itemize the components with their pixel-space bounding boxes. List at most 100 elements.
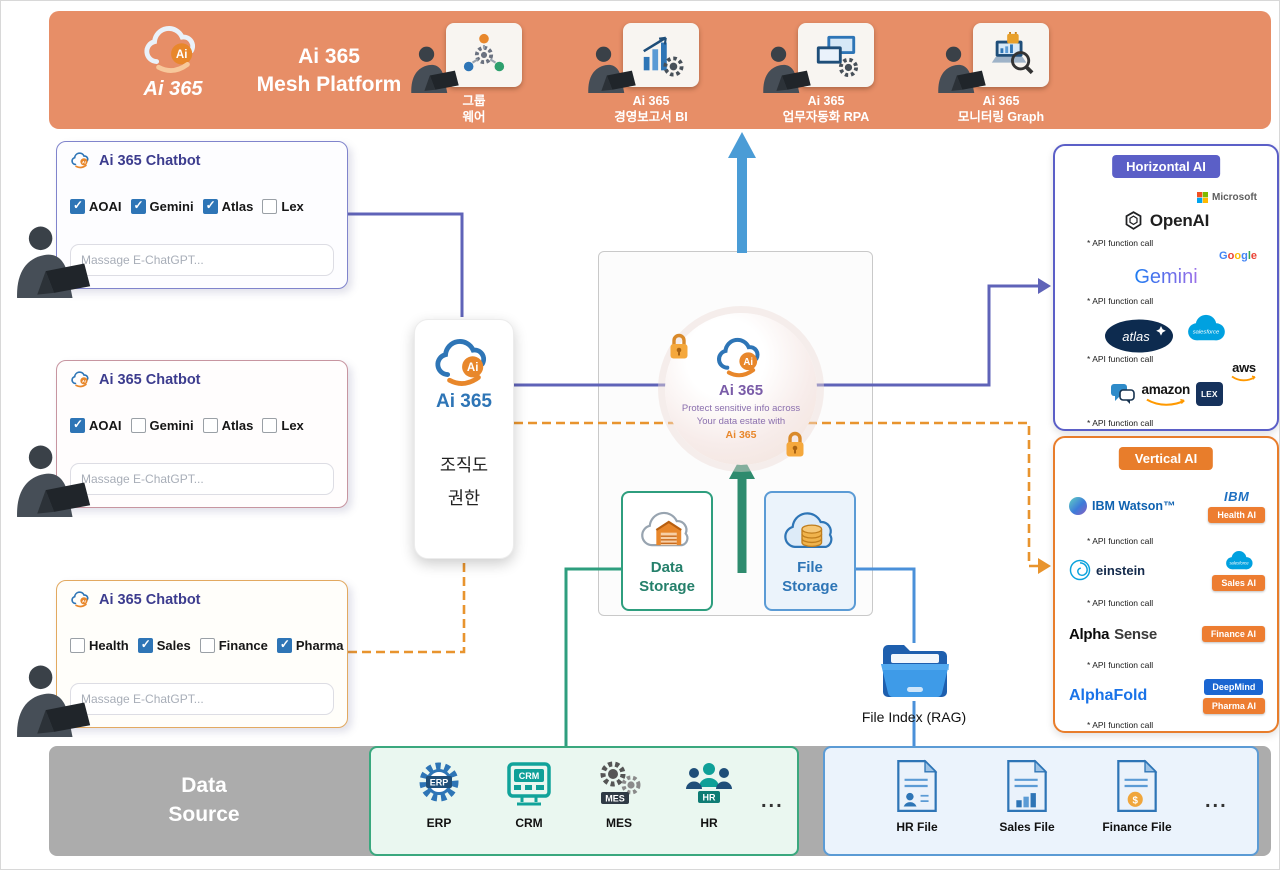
ai365-cloud-icon (70, 152, 92, 169)
lock-icon (783, 429, 807, 459)
svg-text:$: $ (1133, 795, 1139, 806)
hub-description-brand: Ai 365 (725, 429, 757, 442)
api-note: * API function call (1087, 720, 1154, 730)
rpa-icon (798, 23, 874, 87)
sales-ai-tag: Sales AI (1212, 575, 1265, 591)
option-health[interactable]: Health (70, 638, 129, 653)
chat-message-input[interactable] (70, 683, 334, 715)
checkbox[interactable] (70, 198, 85, 214)
aws-logo: aws (1231, 360, 1257, 382)
checkbox[interactable] (130, 198, 146, 214)
option-aoai[interactable]: AOAI (70, 417, 122, 433)
hub-brand-text: Ai 365 (718, 381, 764, 399)
groupware-icon (446, 23, 522, 87)
checkbox[interactable] (130, 418, 146, 433)
checkbox[interactable] (137, 637, 153, 653)
chatbot-header: Ai 365 Chatbot (57, 361, 347, 388)
checkbox[interactable] (276, 637, 292, 653)
finance-file-icon: $ (1117, 759, 1158, 812)
erp-icon: ERP (419, 762, 459, 802)
chat-message-input[interactable] (70, 463, 334, 495)
option-gemini[interactable]: Gemini (130, 198, 194, 214)
checkbox[interactable] (70, 417, 85, 433)
option-finance[interactable]: Finance (199, 638, 268, 653)
microsoft-logo: Microsoft (1197, 192, 1257, 203)
finance-ai-tag: Finance AI (1201, 626, 1265, 642)
ibm-logo: IBM (1223, 489, 1250, 504)
lex-chip: LEX (1195, 382, 1223, 406)
person-at-laptop-icon (7, 223, 91, 299)
module-monitoring-graph: Ai 365 모니터링 Graph (911, 11, 1091, 129)
api-note: * API function call (1087, 296, 1154, 306)
openai-knot-icon (1123, 210, 1144, 231)
org-permission-card: Ai 365 조직도 권한 (414, 319, 514, 559)
google-logo: Google (1219, 250, 1257, 262)
source-files-box: HR File Sales File $ Finance File (823, 746, 1259, 856)
person-at-laptop-icon (931, 45, 987, 93)
file-storage-icon (784, 512, 833, 548)
source-hr: HR HR (663, 758, 755, 830)
hr-icon: HR (686, 763, 732, 803)
option-lex[interactable]: Lex (262, 418, 304, 433)
ai365-logo: Ai 365 (111, 25, 235, 101)
option-lex[interactable]: Lex (262, 199, 304, 214)
ibm-watson-logo: IBM Watson™ (1069, 497, 1176, 515)
folder-icon (881, 645, 949, 698)
vertical-ai-panel: Vertical AI IBM Watson™ IBM Health AI * … (1053, 436, 1279, 733)
api-note: * API function call (1087, 238, 1154, 248)
chatbot-card-3: Ai 365 Chatbot Health Sales Finance Phar… (56, 580, 348, 728)
source-hr-file: HR File (871, 758, 963, 834)
deepmind-logo: DeepMind (1204, 678, 1264, 695)
checkbox[interactable] (70, 638, 85, 653)
checkbox[interactable] (262, 199, 278, 214)
option-atlas[interactable]: Atlas (202, 418, 253, 433)
hr-file-icon (897, 759, 938, 812)
chatbot-header: Ai 365 Chatbot (57, 581, 347, 608)
source-sales-file: Sales File (981, 758, 1073, 834)
ai365-cloud-icon (714, 337, 768, 379)
domain-options: Health Sales Finance Pharma (57, 637, 347, 653)
person-at-laptop-icon (7, 662, 91, 738)
checkbox[interactable] (199, 638, 215, 653)
ai365-cloud-icon (70, 371, 92, 388)
option-pharma[interactable]: Pharma (276, 637, 344, 653)
svg-text:CRM: CRM (519, 771, 540, 781)
module-groupware: 그룹 웨어 (384, 11, 564, 129)
data-storage-box: Data Storage (621, 491, 713, 611)
source-crm: CRM CRM (483, 758, 575, 830)
checkbox[interactable] (262, 418, 278, 433)
model-options: AOAI Gemini Atlas Lex (57, 417, 347, 433)
file-storage-label: File Storage (782, 558, 838, 595)
atlas-logo: atlas (1105, 319, 1173, 353)
checkbox[interactable] (202, 198, 218, 214)
lock-icon (667, 331, 691, 361)
person-at-laptop-icon (756, 45, 812, 93)
checkbox[interactable] (202, 418, 218, 433)
option-aoai[interactable]: AOAI (70, 198, 122, 214)
ai365-brand-text: Ai 365 (436, 391, 492, 412)
chatbot-card-1: Ai 365 Chatbot AOAI Gemini Atlas Lex (56, 141, 348, 289)
atlas-salesforce-logos: atlas (1055, 312, 1277, 360)
source-systems-box: ERP ERP CRM CRM MES MES (369, 746, 799, 856)
bi-report-icon (623, 23, 699, 87)
person-at-laptop-icon (581, 45, 637, 93)
api-note: * API function call (1087, 598, 1154, 608)
hub-description: Protect sensitive info across Your data … (681, 402, 801, 427)
health-ai-tag: Health AI (1208, 507, 1265, 523)
option-sales[interactable]: Sales (137, 637, 191, 653)
api-note: * API function call (1087, 536, 1154, 546)
chatbot-card-2: Ai 365 Chatbot AOAI Gemini Atlas Lex (56, 360, 348, 508)
chat-message-input[interactable] (70, 244, 334, 276)
amazon-lex-logo: amazon LEX (1055, 382, 1277, 406)
module-label: Ai 365 업무자동화 RPA (782, 94, 870, 125)
api-note: * API function call (1087, 660, 1154, 670)
option-atlas[interactable]: Atlas (202, 198, 253, 214)
openai-logo: OpenAI (1055, 210, 1277, 231)
ai365-cloud-icon (140, 25, 206, 75)
chatbot-title: Ai 365 Chatbot (99, 152, 201, 169)
ai365-logo-text: Ai 365 (143, 78, 203, 100)
module-label: Ai 365 경영보고서 BI (614, 94, 688, 125)
option-gemini[interactable]: Gemini (130, 418, 194, 433)
